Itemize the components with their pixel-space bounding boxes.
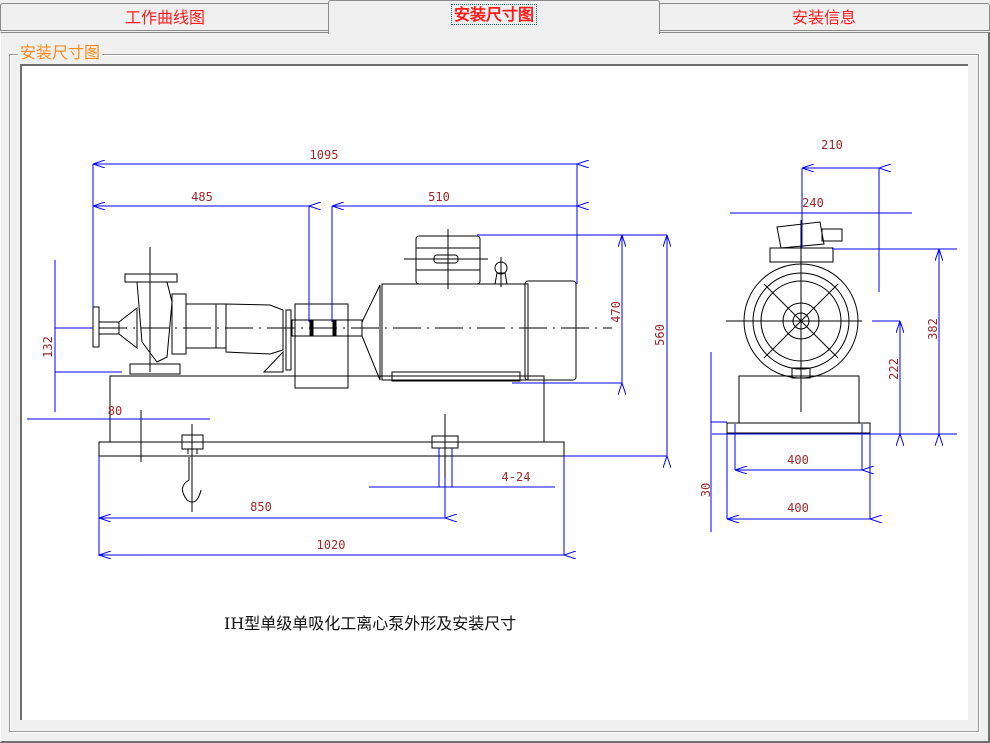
tab-label: 工作曲线图 xyxy=(124,8,205,27)
dim-side-width-top: 210 xyxy=(821,138,843,152)
tab-label: 安装信息 xyxy=(791,8,856,27)
motor-body xyxy=(381,283,529,381)
dim-foot-hole-spacing: 850 xyxy=(250,500,272,514)
dimension-lines xyxy=(27,164,957,556)
side-base-frame xyxy=(738,375,860,424)
installation-drawing: 1095 485 510 470 560 132 80 850 1020 4-2… xyxy=(27,138,957,633)
dim-pump-to-coupling: 485 xyxy=(191,190,213,204)
inlet-flange xyxy=(92,306,100,348)
side-view xyxy=(726,220,871,434)
drawing-caption: IH型单级单吸化工离心泵外形及安装尺寸 xyxy=(224,614,516,633)
tab-installation-info[interactable]: 安装信息 xyxy=(658,3,990,31)
drawing-canvas: 1095 485 510 470 560 132 80 850 1020 4-2… xyxy=(20,64,968,720)
tab-bar: 工作曲线图 安装尺寸图 安装信息 xyxy=(0,0,990,34)
base-frame xyxy=(109,375,545,443)
dim-anchor-holes: 4-24 xyxy=(502,470,531,484)
motor-foot xyxy=(391,371,521,382)
dim-side-outlet-height: 382 xyxy=(926,318,940,340)
dim-base-edge-offset: 80 xyxy=(108,404,122,418)
dim-motor-length: 510 xyxy=(428,190,450,204)
outlet-flange xyxy=(124,273,178,283)
dim-side-base-width-outer: 400 xyxy=(787,501,809,515)
dim-side-base-thickness: 30 xyxy=(699,483,713,497)
dim-total-height: 560 xyxy=(653,324,667,346)
tab-working-curve[interactable]: 工作曲线图 xyxy=(0,3,330,31)
coupling-guard xyxy=(294,303,349,389)
tab-label: 安装尺寸图 xyxy=(450,4,537,25)
group-box-title: 安装尺寸图 xyxy=(18,42,103,64)
dim-side-base-width-inner: 400 xyxy=(787,453,809,467)
dim-inlet-height: 132 xyxy=(41,336,55,358)
dim-motor-height: 470 xyxy=(609,301,623,323)
dim-overall-length: 1095 xyxy=(310,148,339,162)
anchor-hook xyxy=(182,457,202,503)
front-view xyxy=(57,229,612,512)
side-base-plate xyxy=(726,422,871,434)
dim-base-length: 1020 xyxy=(317,538,346,552)
base-plate xyxy=(98,441,565,457)
dim-side-outlet-offset: 240 xyxy=(802,196,824,210)
dim-side-shaft-height: 222 xyxy=(887,358,901,380)
motor-flange xyxy=(361,284,381,381)
group-box xyxy=(9,54,979,732)
tab-installation-dimensions[interactable]: 安装尺寸图 xyxy=(328,0,660,34)
